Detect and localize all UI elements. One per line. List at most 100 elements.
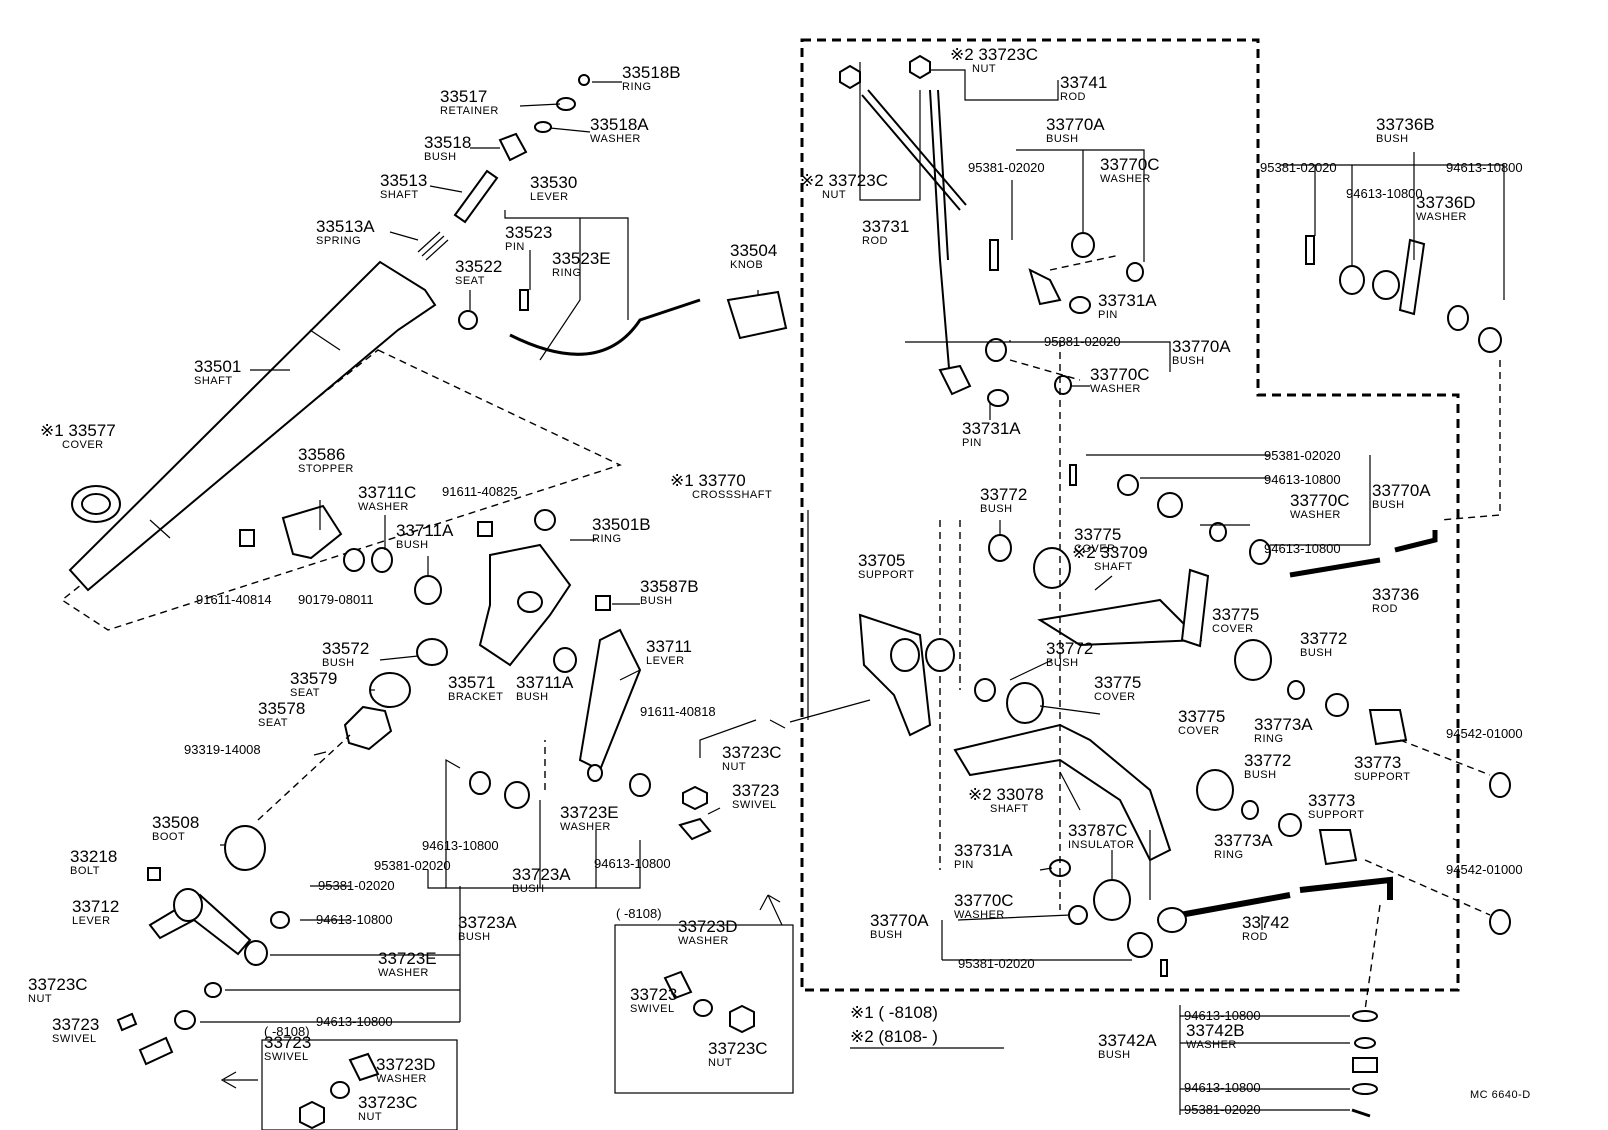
leader <box>313 751 327 756</box>
part-labels: 33518BRING33517RETAINER33518AWASHER33518… <box>28 45 1476 1123</box>
arrow-left-icon <box>220 1071 258 1089</box>
part-name: WASHER <box>1290 509 1341 521</box>
part-name: WASHER <box>1090 383 1141 395</box>
part-code: 91611-40818 <box>640 704 716 719</box>
part-name: NUT <box>358 1111 382 1123</box>
rod-end-part <box>938 364 972 396</box>
part-name: BRACKET <box>448 691 503 703</box>
leader <box>539 218 581 361</box>
part-name: WASHER <box>590 133 641 145</box>
part-name: SUPPORT <box>1354 771 1410 783</box>
part-name: BUSH <box>458 931 491 943</box>
part-name: SEAT <box>258 717 288 729</box>
part-number: 33571 <box>448 673 495 692</box>
seat-part-3 <box>343 705 393 751</box>
part-name: BUSH <box>1172 355 1205 367</box>
rod-end-part-2 <box>1028 268 1062 306</box>
leader <box>1094 575 1113 591</box>
leader-lines <box>200 62 1505 1115</box>
part-code: 95381-02020 <box>318 878 395 893</box>
inset-box-1 <box>614 924 794 1094</box>
support-part-2 <box>1368 709 1408 746</box>
bracket-hole <box>517 591 543 613</box>
part-code: 91611-40814 <box>196 592 272 607</box>
part-code: 94613-10800 <box>1346 186 1423 201</box>
part-code: 95381-02020 <box>1184 1102 1261 1117</box>
part-number: 33775 <box>1094 673 1141 692</box>
part-name: SPRING <box>316 235 361 247</box>
bolt-part-3 <box>147 867 161 881</box>
part-name: LEVER <box>72 915 111 927</box>
part-name: CROSSSHAFT <box>692 489 772 501</box>
part-number: 33773 <box>1354 753 1401 772</box>
washer-part-22 <box>1354 1037 1376 1049</box>
leader <box>905 340 1171 372</box>
part-name: COVER <box>1074 543 1116 555</box>
lever-hub <box>173 888 203 922</box>
part-number: 33508 <box>152 813 199 832</box>
part-name: ROD <box>1372 603 1398 615</box>
bush-part-7 <box>504 781 530 809</box>
part-number: 33773 <box>1308 791 1355 810</box>
part-name: BUSH <box>322 657 355 669</box>
bush-part-12 <box>988 534 1012 562</box>
cover-part-3 <box>1234 639 1272 681</box>
inset-washer <box>693 999 713 1017</box>
washer-part-8 <box>587 764 603 782</box>
part-name: BUSH <box>512 883 545 895</box>
part-number: 33773A <box>1254 715 1313 734</box>
part-number: 33723C <box>708 1039 768 1058</box>
part-number: 33772 <box>1244 751 1291 770</box>
part-number: ※2 33709 <box>1072 543 1148 562</box>
leader <box>1059 771 1081 811</box>
leader <box>379 655 419 661</box>
inset-label-2: ( -8108) <box>264 1024 310 1039</box>
part-code: 95381-02020 <box>958 956 1035 971</box>
seat-part-2 <box>369 672 411 708</box>
washer-part-17 <box>1249 539 1271 565</box>
shaft-group-outline <box>60 349 622 631</box>
shaft-arm-part <box>1180 568 1210 648</box>
washer-part-9 <box>629 773 651 797</box>
part-code: 94542-01000 <box>1446 862 1523 877</box>
washer-part-11 <box>1054 375 1072 395</box>
rod-part <box>861 89 967 211</box>
ring-part-2 <box>534 509 556 531</box>
part-number: 33731A <box>962 419 1021 438</box>
part-code: 94613-10800 <box>316 1014 393 1029</box>
washer-part-13 <box>1447 305 1469 331</box>
bush-part-4 <box>553 647 577 673</box>
part-name: BUSH <box>1372 499 1405 511</box>
washer-part-4 <box>270 911 290 929</box>
part-number: 33518A <box>590 115 649 134</box>
washer-part-2 <box>343 548 365 572</box>
part-name: BUSH <box>1244 769 1277 781</box>
part-name: BUSH <box>870 929 903 941</box>
part-name: SUPPORT <box>1308 809 1364 821</box>
part-name: RING <box>592 533 622 545</box>
insulator-part <box>1093 879 1131 921</box>
part-number: 33572 <box>322 639 369 658</box>
part-number: 33723 <box>264 1033 311 1052</box>
part-name: WASHER <box>358 501 409 513</box>
bush-part-6 <box>244 940 268 966</box>
part-name: BUSH <box>1046 133 1079 145</box>
part-name: NUT <box>822 189 846 201</box>
part-name: LEVER <box>646 655 685 667</box>
part-number: 33513A <box>316 217 375 236</box>
